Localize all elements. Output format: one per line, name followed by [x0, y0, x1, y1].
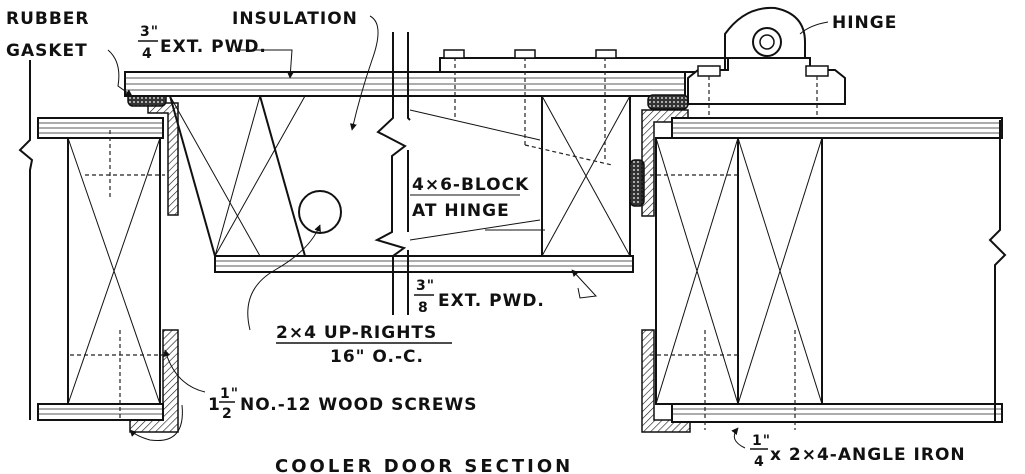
label-block-line2: AT HINGE — [412, 201, 510, 221]
door-inner-plywood — [214, 255, 634, 273]
label-ext-pwd-top-num: 3" — [140, 24, 159, 40]
label-ext-pwd-top: EXT. PWD. — [160, 37, 267, 57]
label-block-line1: 4×6-BLOCK — [412, 175, 529, 195]
label-uprights-line1: 2×4 UP-RIGHTS — [276, 323, 437, 343]
label-angle-num: 1" — [752, 433, 771, 449]
label-angle-iron: x 2×4-ANGLE IRON — [770, 445, 966, 465]
labels: RUBBER GASKET 3" 4 EXT. PWD. INSULATION … — [6, 9, 966, 474]
label-insulation: INSULATION — [232, 9, 358, 29]
label-screws-num: 1" — [220, 386, 239, 402]
label-angle-den: 4 — [754, 454, 765, 470]
label-rubber-gasket-line2: GASKET — [6, 41, 88, 61]
label-uprights-line2: 16" O.-C. — [330, 347, 424, 367]
right-angle-iron-top — [641, 109, 689, 217]
leaders — [107, 15, 829, 449]
hinge — [687, 6, 846, 165]
label-ext-pwd-bottom: EXT. PWD. — [438, 291, 545, 311]
door-section — [124, 32, 726, 315]
label-ext-pwd-top-den: 4 — [142, 46, 153, 62]
left-wall — [18, 60, 179, 433]
label-screws-den: 2 — [222, 406, 233, 422]
left-angle-iron-top — [147, 102, 179, 216]
label-screws: NO.-12 WOOD SCREWS — [240, 395, 478, 415]
right-break-line — [988, 120, 1007, 422]
door-fastener-circle — [298, 190, 342, 234]
door-top-gasket — [647, 94, 689, 110]
door-upright-left — [169, 95, 306, 257]
label-ext-pwd-bottom-num: 3" — [416, 278, 435, 294]
hinge-strap-plate — [439, 57, 726, 73]
left-wall-bottom-plywood — [37, 403, 164, 421]
right-wall-bottom-plywood — [671, 403, 1003, 423]
label-screws-whole: 1 — [208, 395, 221, 415]
label-hinge: HINGE — [832, 13, 897, 33]
diagram-title: COOLER DOOR SECTION — [275, 456, 573, 474]
right-wall — [641, 109, 1007, 433]
label-rubber-gasket-line1: RUBBER — [6, 9, 90, 29]
label-ext-pwd-bottom-den: 8 — [418, 300, 429, 316]
break-line — [374, 32, 407, 315]
